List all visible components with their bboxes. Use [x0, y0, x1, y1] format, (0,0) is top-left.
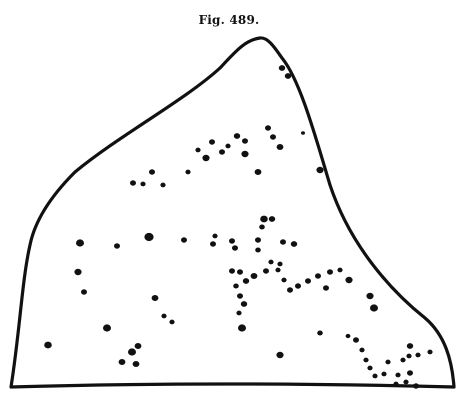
cup-mark: [241, 151, 248, 157]
cup-mark: [370, 304, 378, 311]
cup-mark: [315, 273, 321, 278]
cup-mark: [219, 149, 225, 154]
cup-mark: [255, 247, 261, 252]
cup-mark: [225, 144, 230, 149]
stone-outline: [11, 38, 454, 387]
cup-mark: [270, 134, 276, 139]
cup-mark: [161, 314, 166, 319]
cup-mark: [316, 167, 323, 173]
cup-mark: [407, 370, 413, 375]
cup-mark: [243, 278, 249, 284]
cup-mark: [279, 65, 285, 71]
cup-marks-group: [44, 65, 432, 389]
cup-mark: [265, 125, 271, 130]
cup-mark: [229, 268, 235, 273]
cup-mark: [181, 237, 187, 242]
cup-mark: [233, 283, 239, 288]
cup-mark: [237, 269, 243, 274]
cup-mark: [367, 366, 372, 371]
cup-mark: [152, 295, 159, 301]
cup-mark: [236, 311, 241, 316]
cup-mark: [263, 268, 269, 273]
cup-mark: [241, 301, 247, 307]
cup-mark: [359, 348, 364, 353]
cup-mark: [119, 359, 126, 365]
cup-mark: [242, 138, 248, 143]
cup-mark: [317, 330, 323, 335]
cup-mark: [285, 73, 291, 79]
cup-mark: [140, 182, 145, 187]
cup-mark: [74, 269, 81, 275]
cup-mark: [415, 353, 420, 358]
cup-mark: [229, 238, 235, 243]
cup-mark: [234, 133, 240, 139]
cup-mark: [202, 155, 209, 161]
cup-mark: [281, 278, 286, 283]
cup-mark: [149, 169, 155, 174]
cup-mark: [268, 260, 273, 265]
cup-mark: [209, 139, 215, 144]
cup-mark: [407, 343, 413, 349]
cup-mark: [372, 374, 377, 379]
cup-mark: [144, 233, 153, 241]
cup-mark: [269, 216, 275, 222]
cup-mark: [212, 234, 217, 239]
cup-mark: [323, 285, 329, 290]
cup-mark: [251, 273, 258, 279]
cup-mark: [195, 148, 200, 153]
cup-mark: [385, 360, 390, 365]
cup-mark: [337, 268, 342, 273]
cup-mark: [287, 287, 293, 292]
cup-mark: [305, 278, 311, 283]
cup-mark: [427, 350, 432, 355]
cup-mark: [130, 180, 136, 185]
cup-mark: [301, 131, 305, 135]
cup-mark: [103, 324, 111, 331]
cup-mark: [238, 324, 246, 331]
cup-mark: [133, 361, 140, 367]
cup-mark: [346, 334, 351, 338]
cup-mark: [353, 337, 359, 342]
cup-mark: [277, 144, 284, 150]
cup-mark: [232, 245, 238, 250]
cup-mark: [160, 183, 165, 188]
cup-mark: [114, 243, 120, 248]
cup-mark: [259, 224, 265, 229]
cup-mark: [185, 170, 190, 175]
cup-mark: [260, 216, 268, 223]
cup-mark: [237, 293, 243, 298]
cup-mark: [400, 358, 405, 363]
cup-mark: [169, 320, 174, 325]
cup-mark: [44, 342, 52, 349]
cup-mark: [366, 293, 373, 299]
cup-mark: [327, 269, 333, 274]
cup-mark: [345, 277, 352, 283]
cup-mark: [277, 262, 282, 267]
cup-mark: [406, 354, 411, 359]
cup-mark: [295, 283, 301, 288]
cup-mark: [76, 239, 84, 246]
cup-mark: [395, 373, 400, 378]
cup-mark: [413, 383, 419, 388]
cup-mark: [255, 237, 261, 242]
cup-mark: [403, 380, 408, 385]
cup-mark: [276, 352, 283, 358]
cup-mark: [275, 268, 280, 273]
cup-mark: [255, 169, 262, 175]
cup-mark: [280, 239, 286, 244]
cup-mark: [363, 358, 368, 363]
cup-mark: [393, 382, 398, 387]
cup-mark: [291, 241, 297, 247]
cup-mark: [135, 343, 142, 349]
cup-mark: [210, 241, 216, 246]
cup-mark: [128, 348, 136, 355]
cup-mark: [381, 372, 386, 377]
cup-mark: [81, 289, 87, 294]
